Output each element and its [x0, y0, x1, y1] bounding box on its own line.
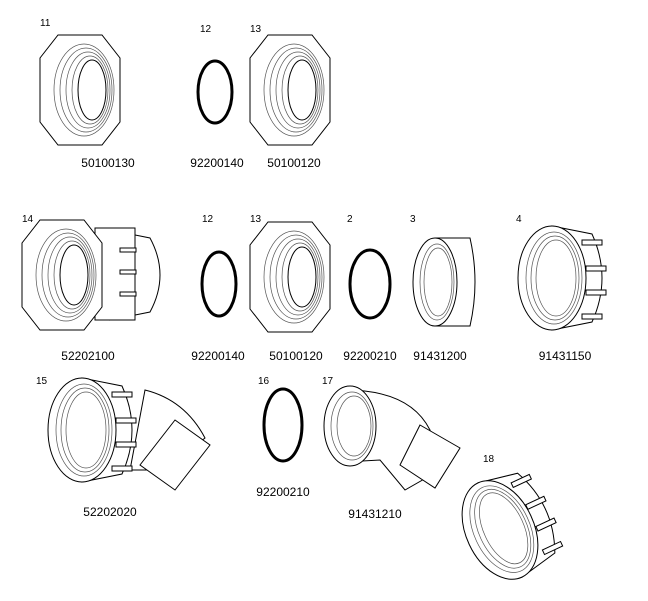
part-3: 3 91431200 — [410, 214, 476, 363]
part-16: 16 92200210 — [256, 376, 310, 499]
part-number: 92200140 — [191, 349, 245, 363]
part-12: 12 92200140 — [190, 24, 244, 170]
part-12b: 12 92200140 — [191, 214, 245, 363]
part-4: 4 91431150 — [516, 214, 607, 363]
part-number: 50100120 — [269, 349, 323, 363]
part-2: 2 92200210 — [343, 214, 397, 363]
part-15: 15 52202020 — [36, 376, 211, 519]
part-number: 92200210 — [343, 349, 397, 363]
callout-18: 18 — [483, 454, 495, 465]
callout-15: 15 — [36, 376, 48, 387]
callout-4: 4 — [516, 214, 522, 225]
part-number: 92200210 — [256, 485, 310, 499]
callout-2: 2 — [347, 214, 353, 225]
part-number: 50100120 — [267, 156, 321, 170]
callout-17: 17 — [322, 376, 334, 387]
part-13: 13 50100120 — [249, 24, 331, 170]
callout-14: 14 — [22, 214, 34, 225]
part-number: 91431210 — [348, 507, 402, 521]
part-11: 11 50100130 — [39, 18, 135, 170]
part-number: 52202020 — [83, 505, 137, 519]
part-number: 92200140 — [190, 156, 244, 170]
callout-3: 3 — [410, 214, 416, 225]
part-14: 14 52202100 — [21, 214, 161, 363]
callout-12: 12 — [202, 214, 214, 225]
part-number: 91431150 — [539, 349, 592, 363]
part-13b: 13 50100120 — [249, 214, 331, 363]
part-18: 18 — [446, 454, 572, 592]
part-number: 50100130 — [81, 156, 135, 170]
callout-11: 11 — [40, 18, 51, 29]
part-number: 52202100 — [61, 349, 115, 363]
part-17: 17 91431210 — [322, 376, 461, 521]
part-number: 91431200 — [413, 349, 467, 363]
callout-13: 13 — [250, 214, 262, 225]
callout-16: 16 — [258, 376, 270, 387]
callout-13: 13 — [250, 24, 262, 35]
callout-12: 12 — [200, 24, 212, 35]
